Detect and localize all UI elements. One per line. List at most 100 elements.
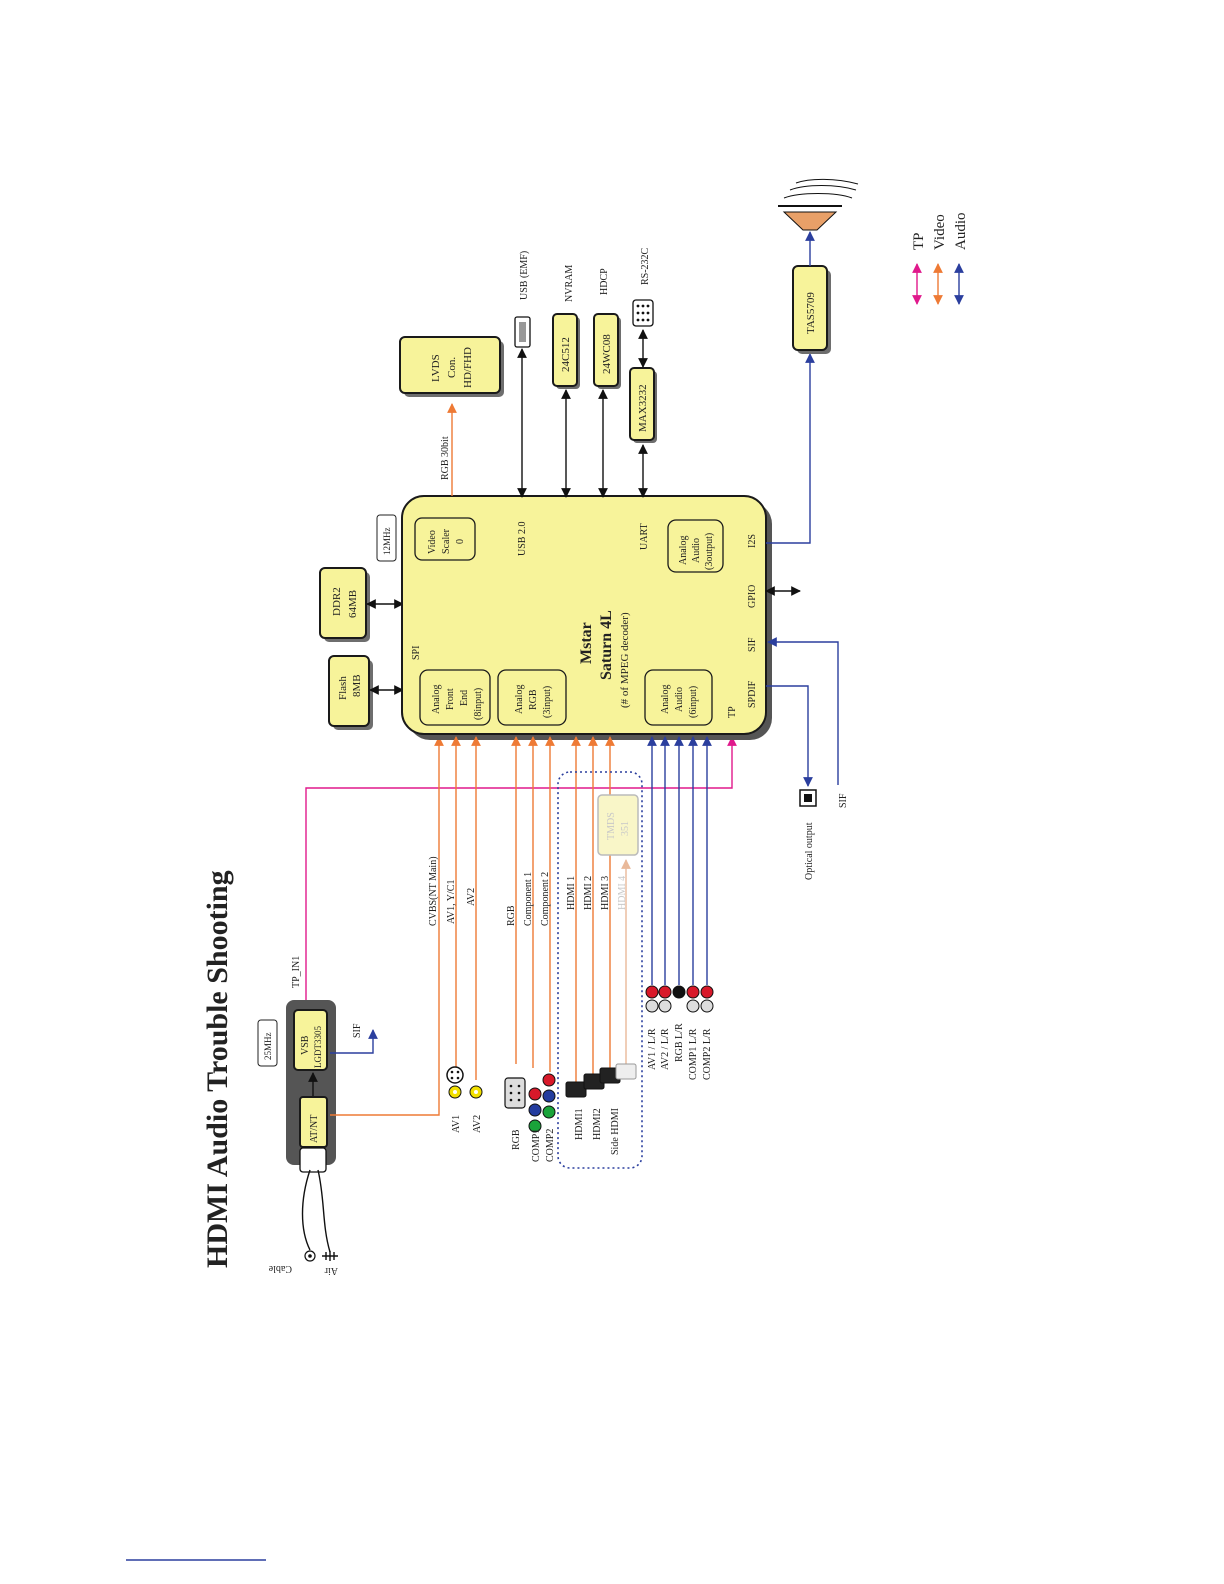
legend-audio: Audio (953, 213, 969, 251)
air-label: Air (324, 1265, 338, 1276)
usb-label: USB (EMF) (519, 251, 530, 300)
port-gpio: GPIO (747, 585, 758, 608)
svg-text:HDMI 3: HDMI 3 (600, 876, 611, 910)
flash-line1: Flash (337, 676, 349, 700)
svg-text:351: 351 (620, 821, 631, 836)
comp2-pr-icon (542, 1073, 556, 1087)
tp-line (305, 736, 737, 1000)
nvram-chip (552, 313, 578, 387)
svg-text:End: End (459, 690, 470, 706)
afe-block (419, 669, 491, 726)
comp1-y-icon (528, 1119, 542, 1133)
speaker-icon (782, 211, 838, 231)
page-title: HDMI Audio Trouble Shooting (201, 870, 234, 1268)
air-antenna-icon (322, 1251, 338, 1261)
comp2-pb-icon (542, 1089, 556, 1103)
svg-text:AV2: AV2 (472, 1115, 483, 1133)
svg-text:HD/FHD: HD/FHD (462, 347, 474, 388)
svg-text:CVBS(NT Main): CVBS(NT Main) (428, 856, 439, 926)
rgb30-label: RGB 30bit (440, 436, 451, 480)
port-tp: TP (727, 706, 738, 718)
svg-text:(3input): (3input) (542, 686, 553, 718)
port-uart: UART (639, 523, 650, 550)
svg-text:Analog: Analog (660, 685, 671, 714)
svg-text:RGB: RGB (506, 905, 517, 926)
svg-text:(6input): (6input) (688, 686, 699, 718)
svg-text:AV2: AV2 (466, 888, 477, 906)
svg-text:Audio: Audio (674, 687, 685, 712)
comp1-pr-icon (528, 1087, 542, 1101)
svg-text:24C512: 24C512 (560, 337, 572, 372)
svg-text:Audio: Audio (691, 538, 702, 563)
svg-text:COMP1 L/R: COMP1 L/R (688, 1028, 699, 1080)
video-scaler-block (414, 517, 476, 561)
svg-text:HDMI 4: HDMI 4 (617, 876, 628, 910)
svg-text:Analog: Analog (678, 536, 689, 565)
flash-chip (328, 655, 370, 727)
svg-text:RGB L/R: RGB L/R (674, 1023, 685, 1062)
tuner-vsb-line1: VSB (300, 1035, 311, 1055)
analog-audio-out-block (667, 519, 724, 573)
hdcp-chip (593, 313, 619, 387)
nvram-label: NVRAM (564, 265, 575, 302)
svg-text:AV1, Y/C1: AV1, Y/C1 (446, 880, 457, 924)
rgb-audio-jack-icon (672, 985, 686, 999)
i2s-line (766, 353, 815, 544)
main-crystal-label: 12MHz (382, 527, 392, 555)
analog-rgb-block (497, 669, 567, 726)
tuner-atnt-chip (299, 1096, 328, 1148)
svg-text:RGB: RGB (511, 1129, 522, 1150)
svg-text:24WC08: 24WC08 (601, 334, 613, 374)
tuner-crystal (257, 1019, 278, 1067)
sif-line (330, 1029, 378, 1054)
ddr2-line1: DDR2 (331, 587, 343, 616)
svg-text:Component 1: Component 1 (523, 872, 534, 926)
port-i2s: I2S (747, 534, 758, 548)
optical-output-label: Optical output (804, 822, 815, 880)
tp-in-label: TP_IN1 (291, 956, 302, 988)
tuner-crystal-label: 25MHz (263, 1032, 273, 1060)
max3232-chip (629, 367, 655, 441)
svg-text:(3output): (3output) (704, 533, 715, 570)
flash-line2: 8MB (351, 674, 363, 697)
tuner-atnt-label: AT/NT (309, 1115, 320, 1143)
port-usb: USB 2.0 (517, 522, 528, 556)
chip-name-line2: Saturn 4L (598, 610, 615, 680)
svg-text:Component 2: Component 2 (540, 872, 551, 926)
sif-in-line (767, 637, 839, 785)
svg-text:Con.: Con. (446, 357, 458, 378)
hdmi-group-outline (557, 771, 643, 1169)
rs232-label: RS-232C (640, 247, 651, 285)
svg-text:AV2 / L/R: AV2 / L/R (660, 1028, 671, 1070)
tuner-rf-connector (299, 1147, 327, 1173)
svg-text:LVDS: LVDS (430, 354, 442, 382)
port-spdif: SPDIF (747, 680, 758, 708)
port-sif: SIF (747, 637, 758, 652)
svg-text:MAX3232: MAX3232 (637, 384, 649, 432)
svg-text:COMP1: COMP1 (531, 1129, 542, 1162)
spdif-line (766, 685, 813, 787)
sif-label: SIF (352, 1023, 363, 1038)
svg-text:COMP2 L/R: COMP2 L/R (702, 1028, 713, 1080)
svg-text:Video: Video (427, 530, 438, 554)
ddr2-line2: 64MB (347, 590, 359, 618)
svg-text:HDMI1: HDMI1 (574, 1108, 585, 1140)
svg-text:HDMI 2: HDMI 2 (583, 876, 594, 910)
sif-out-label: SIF (838, 793, 849, 808)
main-crystal (376, 514, 397, 562)
tmds-chip (597, 794, 639, 856)
vga-connector-icon (504, 1077, 526, 1109)
tuner-vsb-line2: LGDT3305 (313, 1026, 323, 1068)
hdmi1-port-icon (565, 1081, 587, 1098)
legend-video: Video (932, 214, 948, 250)
port-spi: SPI (411, 646, 422, 660)
ddr2-chip (319, 567, 367, 639)
tuner-rf-lead-air (317, 1169, 331, 1253)
analog-audio-in-block (644, 669, 713, 726)
chip-name-line3: (# of MPEG decoder) (619, 612, 631, 708)
tuner-rf-lead-cable (301, 1169, 311, 1251)
svideo-connector-icon (446, 1066, 464, 1084)
tuner-vsb-chip (293, 1009, 328, 1071)
svg-text:AV1 / L/R: AV1 / L/R (647, 1028, 658, 1070)
